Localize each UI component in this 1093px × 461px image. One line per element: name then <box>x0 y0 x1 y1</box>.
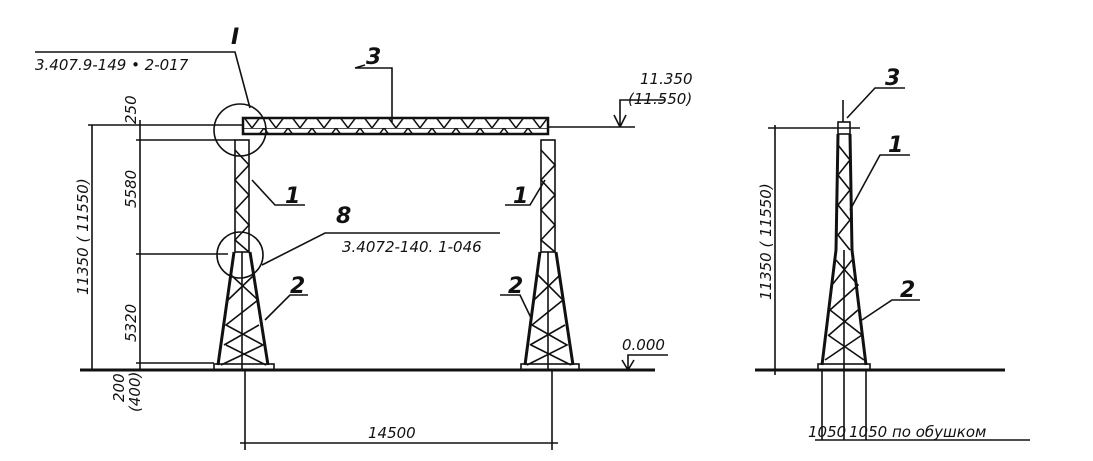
side-view: 3 1 2 11350 ( 11550) 1050 1050 по обушко… <box>755 66 1030 441</box>
position-3-label: 3 <box>366 45 381 70</box>
detail-8-mark: 8 <box>336 204 351 229</box>
dim-400: (400) <box>126 372 144 412</box>
detail-8-circle <box>216 231 264 279</box>
top-elevation: 11.350 <box>640 70 693 88</box>
dim-250: 250 <box>122 95 140 124</box>
dim-5580: 5580 <box>122 170 140 208</box>
side-note: по обушком <box>892 423 986 441</box>
position-2-left: 2 <box>290 274 305 299</box>
right-column <box>520 139 580 371</box>
position-1-left: 1 <box>285 184 300 209</box>
front-view: I 3.407.9-149 • 2-017 3 11.350 (11.550) … <box>35 25 693 450</box>
detail-I-circle <box>213 103 267 157</box>
dim-5320: 5320 <box>122 304 140 342</box>
side-position-3: 3 <box>885 66 900 91</box>
side-dim-right: 1050 <box>849 423 887 441</box>
side-dim-left: 1050 <box>808 423 846 441</box>
span-dimension: 14500 <box>368 424 416 442</box>
top-elevation-alt: (11.550) <box>628 90 692 108</box>
dim-total: 11350 ( 11550) <box>74 178 92 295</box>
side-dim-total: 11350 ( 11550) <box>757 183 775 300</box>
detail-I-reference: 3.407.9-149 • 2-017 <box>35 56 189 74</box>
detail-8-reference: 3.4072-140. 1-046 <box>342 238 482 256</box>
side-position-2: 2 <box>900 278 915 303</box>
ground-elevation: 0.000 <box>622 336 665 354</box>
position-2-right: 2 <box>508 274 523 299</box>
left-column <box>213 139 275 371</box>
detail-I-mark: I <box>231 25 239 50</box>
position-1-right: 1 <box>513 184 528 209</box>
dim-200: 200 <box>110 373 128 402</box>
truss-beam <box>241 116 550 136</box>
side-position-1: 1 <box>888 133 903 158</box>
